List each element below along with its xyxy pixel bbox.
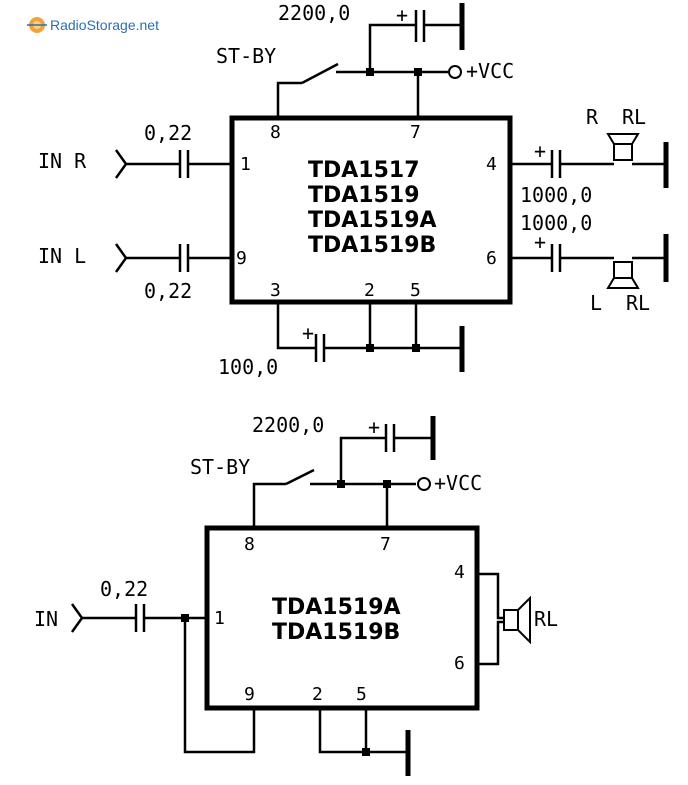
bottom-pin-4: 4 <box>454 562 465 583</box>
top-chip-name-3: TDA1519A <box>308 208 437 233</box>
top-pin-9: 9 <box>236 248 247 269</box>
top-in-l-cap-label: 0,22 <box>144 279 192 303</box>
top-in-r-cap-label: 0,22 <box>144 121 192 145</box>
top-bottom-cap-plus: + <box>302 321 314 345</box>
top-pin-7: 7 <box>410 122 421 143</box>
bottom-in-label: IN <box>34 607 58 631</box>
top-standby-switch-blade <box>301 62 339 85</box>
bottom-chip-name-2: TDA1519B <box>272 620 400 645</box>
bottom-pin-2: 2 <box>312 684 323 705</box>
logo-text: RadioStorage.net <box>50 17 159 33</box>
top-supply-cap-label: 2200,0 <box>278 1 350 25</box>
top-pin-3: 3 <box>270 280 281 301</box>
top-pin-6: 6 <box>486 248 497 269</box>
radio-storage-logo-icon <box>27 17 47 33</box>
bottom-vcc-label: +VCC <box>434 471 482 495</box>
top-in-r-label: IN R <box>38 149 87 173</box>
top-pin-1: 1 <box>240 154 251 175</box>
top-speaker-l-label: L <box>590 291 602 315</box>
bottom-pin4-wire <box>477 572 504 620</box>
top-bottom-cap-label: 100,0 <box>218 355 278 379</box>
top-pin-2: 2 <box>364 280 375 301</box>
bottom-vcc-node-1 <box>337 480 345 488</box>
bottom-pin6-wire <box>477 620 504 666</box>
top-speaker-l-icon <box>606 261 640 289</box>
top-chip-name-1: TDA1517 <box>308 158 420 183</box>
bottom-pin-5: 5 <box>356 684 367 705</box>
bottom-in-cap-label: 0,22 <box>100 577 148 601</box>
bottom-vcc-terminal <box>417 477 431 491</box>
top-ground-node-1 <box>366 344 374 352</box>
bottom-circuit: 2200,0 + ST-BY +VCC TDA1519A TDA1519B 8 … <box>34 413 558 776</box>
top-pin-8: 8 <box>270 122 281 143</box>
bottom-in-arrow-icon <box>70 603 84 633</box>
top-vcc-node-1 <box>366 68 374 76</box>
bottom-pin-6: 6 <box>454 653 465 674</box>
bottom-pin-9: 9 <box>244 684 255 705</box>
bottom-ground-node <box>362 748 370 756</box>
bottom-standby-label: ST-BY <box>190 455 250 479</box>
top-pin-5: 5 <box>410 280 421 301</box>
top-speaker-l-rl: RL <box>626 291 650 315</box>
top-supply-cap-wire <box>368 23 416 72</box>
top-out-l-cap-label: 1000,0 <box>520 211 592 235</box>
bottom-pin-8: 8 <box>244 534 255 555</box>
top-out-r-cap-plus: + <box>534 139 546 163</box>
top-ground-node-2 <box>412 344 420 352</box>
top-chip-name-2: TDA1519 <box>308 183 420 208</box>
bottom-supply-cap-wire <box>339 436 386 484</box>
bottom-supply-cap-label: 2200,0 <box>252 413 324 437</box>
top-speaker-r-label: R <box>586 105 599 129</box>
bottom-speaker-icon <box>503 595 531 645</box>
top-standby-wire <box>276 81 302 118</box>
top-vcc-terminal <box>448 65 462 79</box>
top-in-l-arrow-icon <box>114 243 128 273</box>
top-standby-label: ST-BY <box>216 44 276 68</box>
top-pin-4: 4 <box>486 154 497 175</box>
bottom-pin-1: 1 <box>214 608 225 629</box>
top-speaker-r-icon <box>606 133 640 161</box>
top-circuit: 2200,0 + ST-BY +VCC TDA1517 TDA1519 TDA1… <box>38 1 669 379</box>
top-chip-name-4: TDA1519B <box>308 233 436 258</box>
top-pin3-wire <box>276 302 316 350</box>
top-out-r-cap-label: 1000,0 <box>520 183 592 207</box>
top-in-l-label: IN L <box>38 244 86 268</box>
bottom-speaker-rl: RL <box>534 607 558 631</box>
bottom-pin2-wire <box>318 708 406 754</box>
top-supply-cap-plus: + <box>396 3 408 27</box>
bottom-standby-switch-blade <box>285 468 315 486</box>
logo: RadioStorage.net <box>27 17 159 33</box>
bottom-pin-7: 7 <box>380 534 391 555</box>
top-speaker-r-rl: RL <box>622 105 646 129</box>
bottom-pin9-feedback-wire <box>183 618 256 754</box>
top-vcc-label: +VCC <box>466 59 514 83</box>
bottom-chip-name-1: TDA1519A <box>272 595 401 620</box>
top-in-r-arrow-icon <box>114 149 128 179</box>
bottom-supply-cap-plus: + <box>368 415 380 439</box>
bottom-standby-wire <box>252 482 286 528</box>
top-out-l-cap-plus: + <box>534 230 546 254</box>
